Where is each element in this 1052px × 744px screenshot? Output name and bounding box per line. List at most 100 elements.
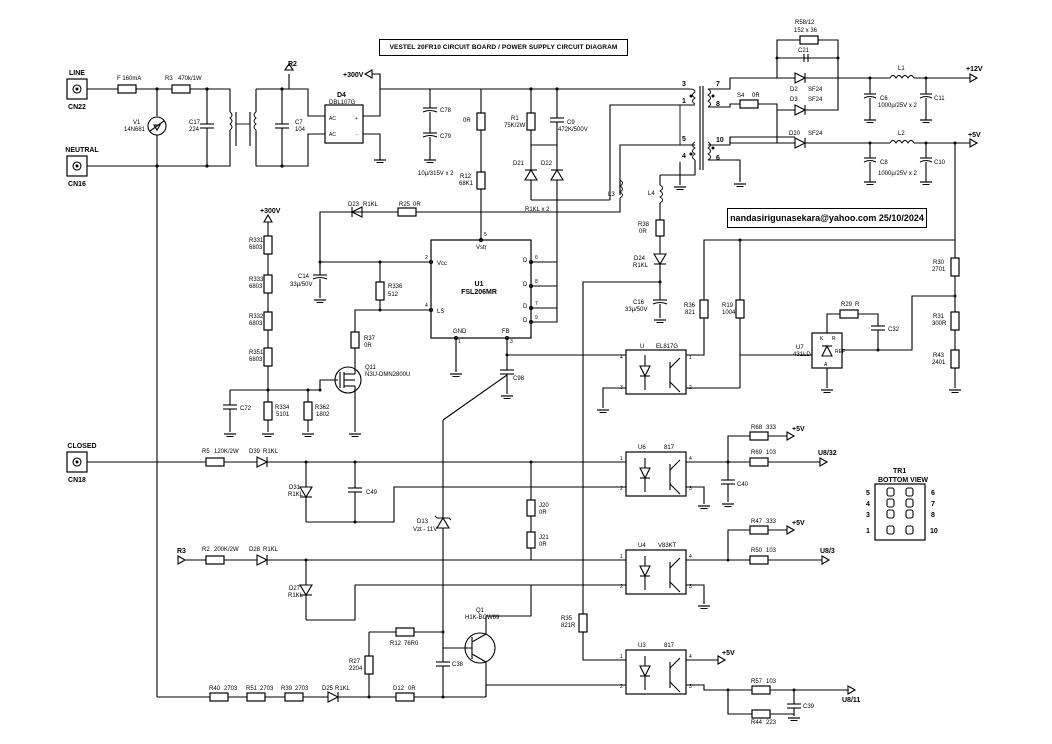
svg-text:1: 1 — [866, 528, 870, 535]
line-label: LINE — [69, 70, 85, 77]
rail-r2: R2 — [288, 61, 297, 68]
svg-text:R35: R35 — [561, 616, 573, 622]
svg-text:224: 224 — [189, 127, 200, 133]
resistor-r2 — [205, 555, 225, 565]
svg-text:R27: R27 — [349, 659, 361, 665]
capacitor-c7: C7 104 — [275, 89, 306, 166]
input-r3: R3 — [177, 548, 186, 555]
svg-text:103: 103 — [766, 548, 777, 554]
svg-text:Q11: Q11 — [365, 365, 377, 371]
diode-d20: D20 SF24 — [776, 110, 838, 149]
svg-text:33µ/50V: 33µ/50V — [290, 282, 312, 288]
line-connector: LINE CN22 — [66, 70, 88, 111]
svg-text:DBL107G: DBL107G — [329, 100, 356, 106]
svg-text:C17: C17 — [189, 120, 201, 126]
svg-text:103: 103 — [766, 450, 777, 456]
capacitor-c78-c79: C78 C79 10µ/315V x 2 — [418, 89, 454, 177]
svg-text:4: 4 — [689, 456, 692, 462]
svg-text:6803: 6803 — [249, 321, 263, 327]
svg-text:R58/12: R58/12 — [795, 20, 815, 26]
rail-r2-arrow — [283, 63, 295, 71]
svg-text:470k/1W: 470k/1W — [178, 76, 202, 82]
svg-text:2: 2 — [620, 584, 623, 590]
svg-text:1: 1 — [620, 456, 623, 462]
svg-text:LS: LS — [437, 309, 444, 315]
transformer-primary: 3 1 5 4 — [679, 81, 704, 170]
svg-text:U3: U3 — [638, 643, 646, 649]
svg-text:R19: R19 — [722, 303, 734, 309]
svg-text:R36: R36 — [684, 303, 696, 309]
rail-300v: +300V — [343, 72, 364, 79]
svg-text:3: 3 — [510, 339, 513, 345]
svg-text:U4: U4 — [638, 543, 646, 549]
diode-d2: D2 SF24 — [790, 72, 870, 93]
svg-text:0R: 0R — [364, 343, 372, 349]
varistor-v1: V1 14N681 — [124, 89, 167, 166]
svg-text:SF24: SF24 — [808, 87, 823, 93]
svg-text:R40: R40 — [209, 686, 221, 692]
svg-text:C11: C11 — [934, 96, 945, 102]
svg-text:R: R — [832, 336, 836, 342]
svg-text:D24: D24 — [634, 256, 646, 262]
svg-text:4: 4 — [689, 554, 692, 560]
svg-text:1802: 1802 — [316, 412, 330, 418]
capacitor-c17: C17 224 — [189, 89, 214, 166]
svg-text:C21: C21 — [798, 48, 810, 54]
svg-text:R12: R12 — [390, 641, 402, 647]
svg-text:C98: C98 — [513, 376, 525, 382]
svg-text:U: U — [640, 344, 644, 350]
svg-text:N3U-DMN2800U: N3U-DMN2800U — [365, 372, 410, 378]
svg-text:0R: 0R — [413, 202, 421, 208]
optocoupler-u4: U4 V83KT 1 2 4 3 — [620, 543, 692, 595]
svg-text:D28: D28 — [249, 547, 261, 553]
svg-text:C40: C40 — [737, 482, 749, 488]
svg-text:Vzt - 11V: Vzt - 11V — [413, 527, 437, 533]
transistor-q1: Q1 H1K-BCW69 — [464, 608, 500, 697]
svg-text:68K1: 68K1 — [459, 181, 474, 187]
capacitor-c32: C32 — [871, 325, 900, 350]
resistor-r29 — [839, 309, 859, 319]
tr1-bottom-view: TR1 BOTTOM VIEW 5 4 3 1 6 7 8 10 — [866, 468, 938, 541]
svg-text:8: 8 — [716, 101, 720, 108]
svg-text:C49: C49 — [366, 490, 378, 496]
svg-text:+300V: +300V — [260, 208, 281, 215]
svg-text:J20: J20 — [539, 503, 549, 509]
svg-text:R1KL: R1KL — [633, 263, 649, 269]
svg-text:R1KL: R1KL — [288, 593, 304, 599]
inductor-l4: L4 — [648, 175, 663, 220]
svg-text:D21: D21 — [513, 161, 525, 167]
svg-text:6803: 6803 — [249, 245, 263, 251]
svg-text:Q1: Q1 — [476, 608, 485, 614]
svg-text:3: 3 — [682, 81, 686, 88]
svg-text:V83KT: V83KT — [658, 543, 677, 549]
resistor-r12b — [395, 627, 415, 637]
svg-text:8: 8 — [535, 279, 538, 285]
svg-text:0R: 0R — [752, 93, 760, 99]
svg-text:R43: R43 — [933, 353, 945, 359]
neutral-connector: NEUTRAL CN16 — [65, 147, 99, 188]
svg-text:5: 5 — [866, 490, 870, 497]
svg-text:SF24: SF24 — [808, 131, 823, 137]
svg-text:2: 2 — [425, 255, 428, 261]
resistor-chain: R331 6803 R333 6803 R332 6803 R351 6803 — [249, 235, 273, 390]
svg-text:D: D — [523, 304, 528, 310]
svg-text:333: 333 — [766, 519, 777, 525]
svg-text:300R: 300R — [932, 321, 947, 327]
svg-text:6: 6 — [716, 155, 720, 162]
svg-text:2401: 2401 — [932, 360, 946, 366]
inductor-l3: L3 — [319, 179, 623, 270]
svg-text:0R: 0R — [639, 229, 647, 235]
svg-text:R25: R25 — [399, 202, 411, 208]
aux-supply: R38 0R D24 R1KL C16 33µ/50V — [625, 219, 668, 324]
snubber-r1-c9: R1 75K/2W C9 472K/500V D21 D22 R1KL x 2 — [504, 87, 610, 316]
svg-text:SF24: SF24 — [808, 97, 823, 103]
opto-u3-output: R57 103 U8/11 R44 223 C39 — [726, 679, 860, 726]
svg-text:R12: R12 — [460, 174, 472, 180]
svg-text:4: 4 — [425, 303, 428, 309]
svg-text:10µ/315V x 2: 10µ/315V x 2 — [418, 171, 454, 177]
output-12v-filter: L1 +12V C6 1000µ/25V x 2 C11 — [838, 66, 983, 124]
svg-text:CN18: CN18 — [68, 477, 86, 484]
svg-text:A: A — [824, 362, 828, 368]
closed-connector: CLOSED CN18 — [66, 443, 97, 484]
